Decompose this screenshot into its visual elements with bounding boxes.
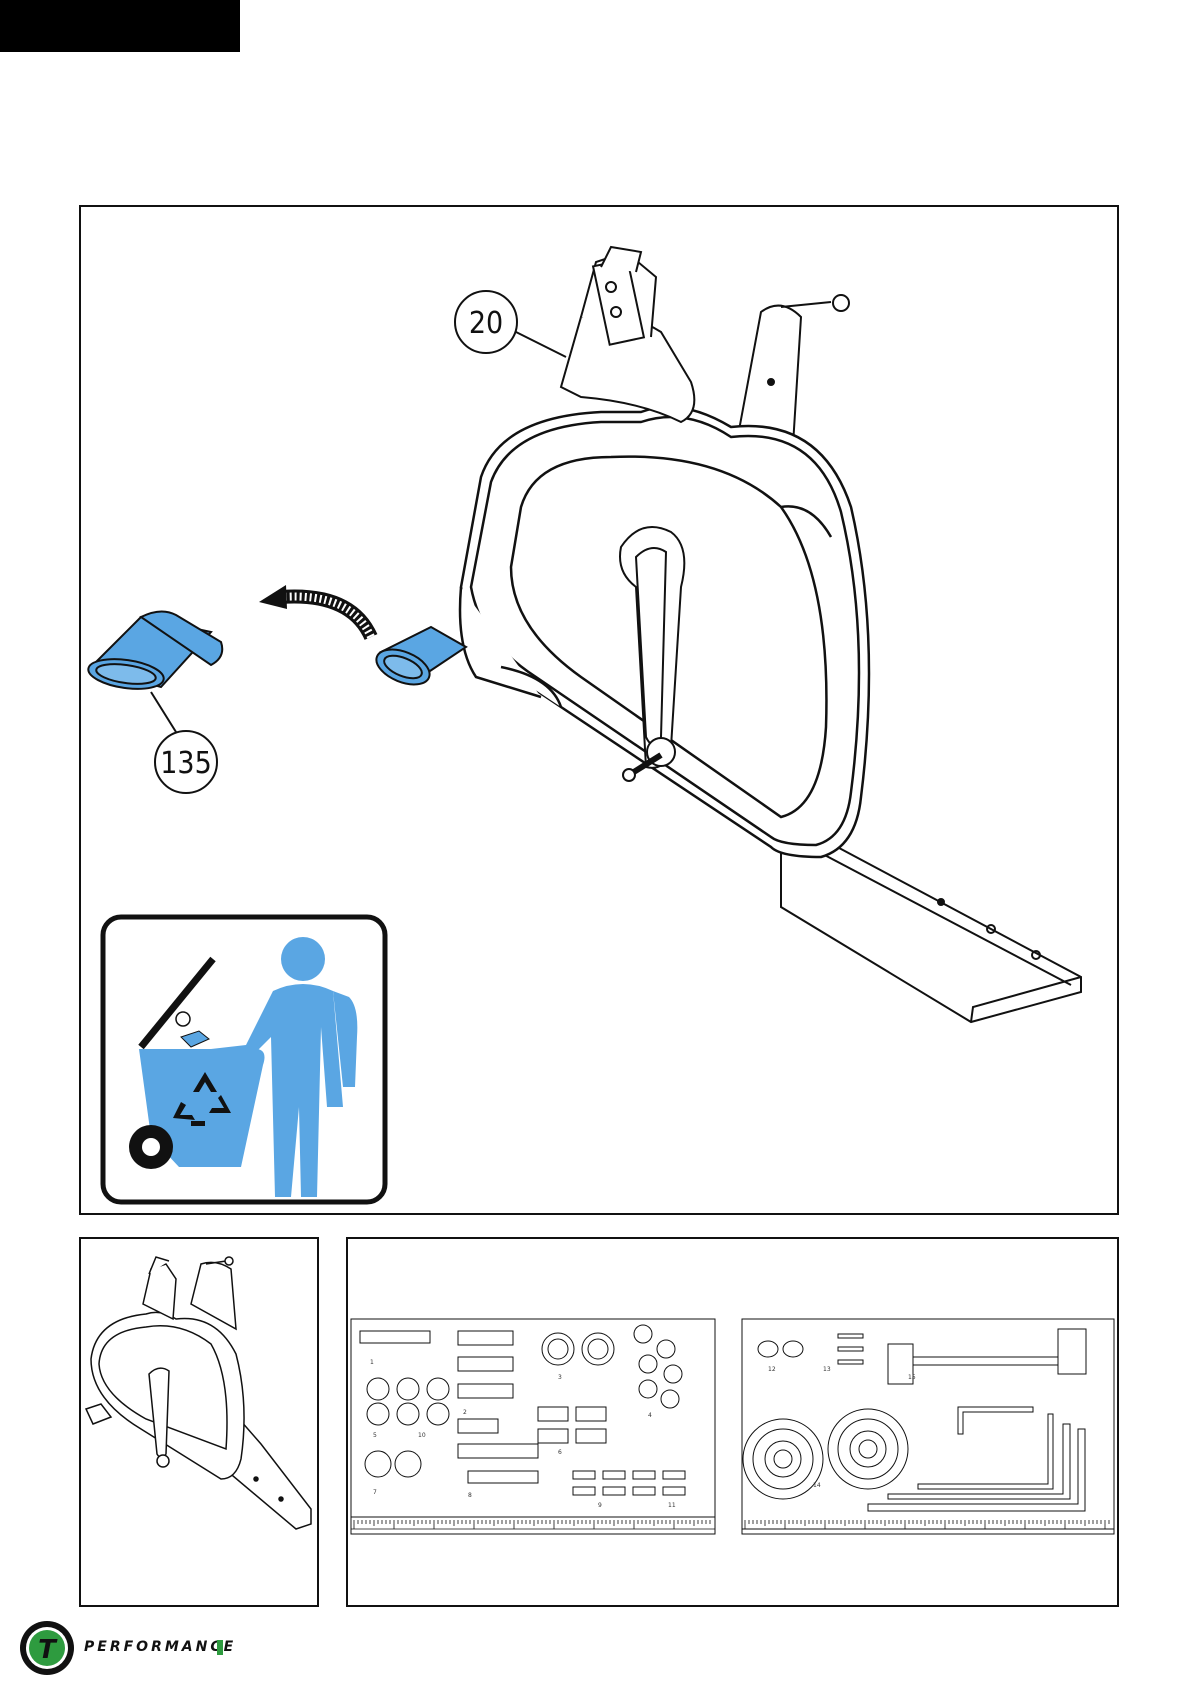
header-black-tab [0,0,240,52]
card-left-label-10: 10 [418,1432,426,1439]
callout-20-label: 20 [469,306,503,341]
card-left-label-11: 11 [668,1502,676,1509]
installed-end-cap [371,627,466,691]
assembly-drawing: 20 135 [81,207,1117,1213]
card-left-label-5: 5 [373,1432,377,1439]
callout-135: 135 [151,692,217,793]
disposal-pictogram [103,917,385,1202]
removed-end-cap-135 [86,611,222,693]
main-illustration-panel: 20 135 [79,205,1119,1215]
card-left-label-6: 6 [558,1449,562,1456]
post-housing-20 [561,247,694,422]
card-left-label-7: 7 [373,1489,377,1496]
assembled-thumbnail [81,1239,317,1605]
brand-accent-bar [217,1640,223,1655]
card-right-label-14: 14 [813,1482,821,1489]
assembled-thumbnail-panel [79,1237,319,1607]
card-right-label-13: 13 [823,1366,831,1373]
card-left-label-2: 2 [463,1409,467,1416]
brand-logo: T PERFORMANCE [18,1619,238,1679]
card-left-label-9: 9 [598,1502,602,1509]
card-left-label-1: 1 [370,1359,374,1366]
callout-135-label: 135 [160,746,212,781]
card-right-label-15: 15 [908,1374,916,1381]
hardware-pack-panel: 1 2 3 4 5 6 7 8 9 10 11 [346,1237,1119,1607]
brand-logo-letter: T [38,1635,58,1665]
card-left-label-3: 3 [558,1374,562,1381]
hardware-cards: 1 2 3 4 5 6 7 8 9 10 11 [348,1239,1117,1605]
removal-arrow [259,585,371,637]
card-left-label-4: 4 [648,1412,652,1419]
brand-logo-mark: T [18,1619,76,1677]
brand-name: PERFORMANCE [84,1639,236,1655]
hardware-card-right [742,1319,1114,1534]
callout-20: 20 [455,291,566,357]
card-right-label-12: 12 [768,1366,776,1373]
card-left-label-8: 8 [468,1492,472,1499]
hardware-card-left [351,1319,715,1534]
